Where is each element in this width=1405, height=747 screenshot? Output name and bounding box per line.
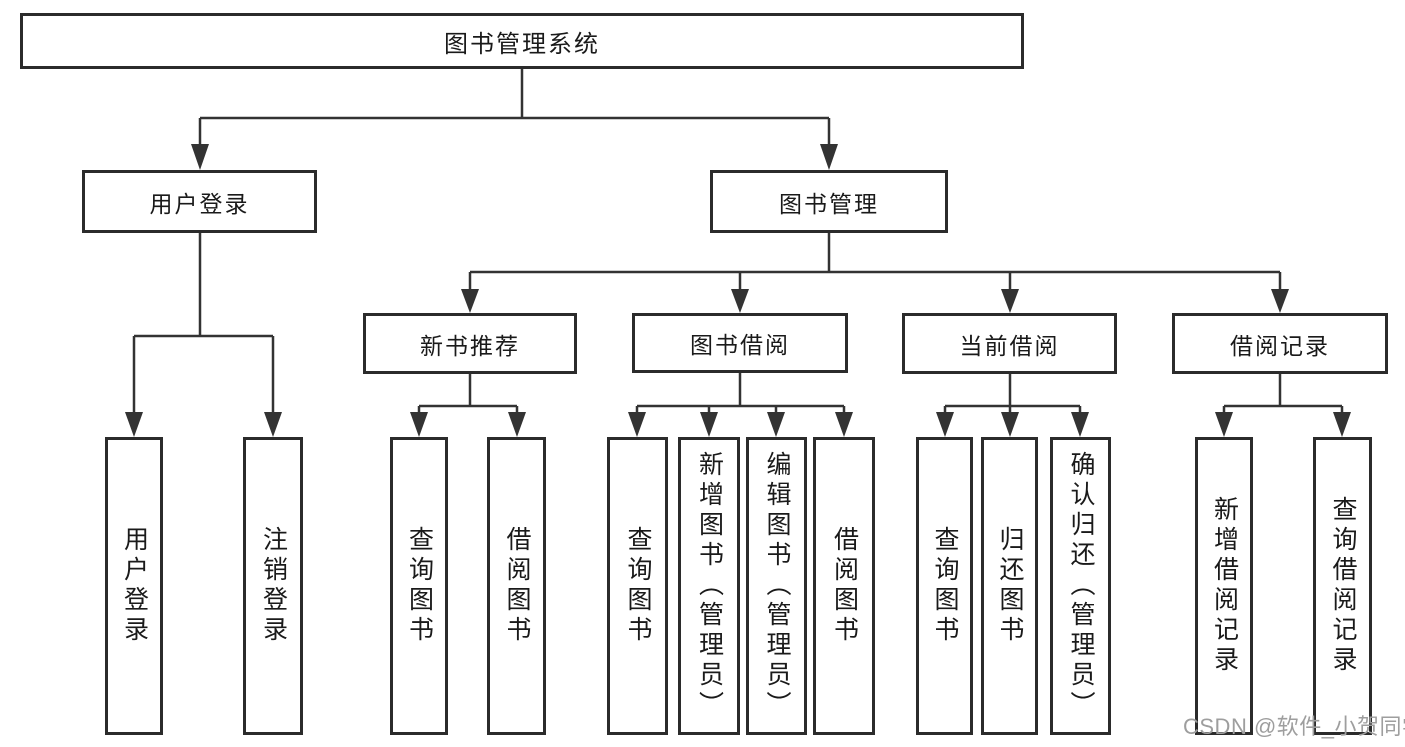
leaf-borrow-books-1-label: 借阅图书 [503,526,531,646]
leaf-user-login-label: 用户登录 [120,526,149,646]
leaf-query-books-3: 查询图书 [916,437,973,735]
leaf-query-books-2: 查询图书 [607,437,668,735]
leaf-logout-label: 注销登录 [259,526,288,646]
leaf-borrow-books-1: 借阅图书 [487,437,546,735]
node-new-book-recommend-label: 新书推荐 [420,332,520,359]
node-book-management-label: 图书管理 [779,190,879,217]
leaf-query-books-1-label: 查询图书 [405,526,434,646]
leaf-confirm-return-admin: 确认归还（管理员） [1050,437,1111,735]
leaf-add-borrow-record-label: 新增借阅记录 [1210,496,1239,676]
leaf-add-books-admin: 新增图书（管理员） [678,437,740,735]
node-current-borrow-label: 当前借阅 [959,332,1060,359]
node-book-borrow-label: 图书借阅 [690,332,790,358]
leaf-query-borrow-record-label: 查询借阅记录 [1329,496,1357,676]
leaf-query-books-1: 查询图书 [390,437,448,735]
leaf-add-borrow-record: 新增借阅记录 [1195,437,1253,735]
node-current-borrow: 当前借阅 [902,313,1117,374]
leaf-edit-books-admin-label: 编辑图书（管理员） [763,451,791,721]
node-new-book-recommend: 新书推荐 [363,313,577,374]
csdn-watermark: CSDN @软件_小贺同学 [1183,714,1405,739]
leaf-borrow-books-2-label: 借阅图书 [830,526,859,646]
node-book-management: 图书管理 [710,170,948,233]
leaf-query-books-3-label: 查询图书 [931,526,959,646]
node-system-root-label: 图书管理系统 [444,30,600,58]
leaf-query-books-2-label: 查询图书 [624,526,652,646]
leaf-add-books-admin-label: 新增图书（管理员） [695,451,724,721]
node-borrow-records: 借阅记录 [1172,313,1388,374]
node-user-login-group-label: 用户登录 [149,190,250,217]
leaf-borrow-books-2: 借阅图书 [813,437,875,735]
node-user-login-group: 用户登录 [82,170,317,233]
node-book-borrow: 图书借阅 [632,313,848,373]
leaf-logout: 注销登录 [243,437,303,735]
leaf-return-books-label: 归还图书 [996,526,1024,646]
leaf-confirm-return-admin-label: 确认归还（管理员） [1067,451,1095,721]
node-borrow-records-label: 借阅记录 [1230,332,1330,359]
leaf-edit-books-admin: 编辑图书（管理员） [746,437,807,735]
leaf-query-borrow-record: 查询借阅记录 [1313,437,1372,735]
leaf-return-books: 归还图书 [981,437,1038,735]
arrowheads [125,144,1351,437]
leaf-user-login: 用户登录 [105,437,163,735]
node-system-root: 图书管理系统 [20,13,1024,69]
